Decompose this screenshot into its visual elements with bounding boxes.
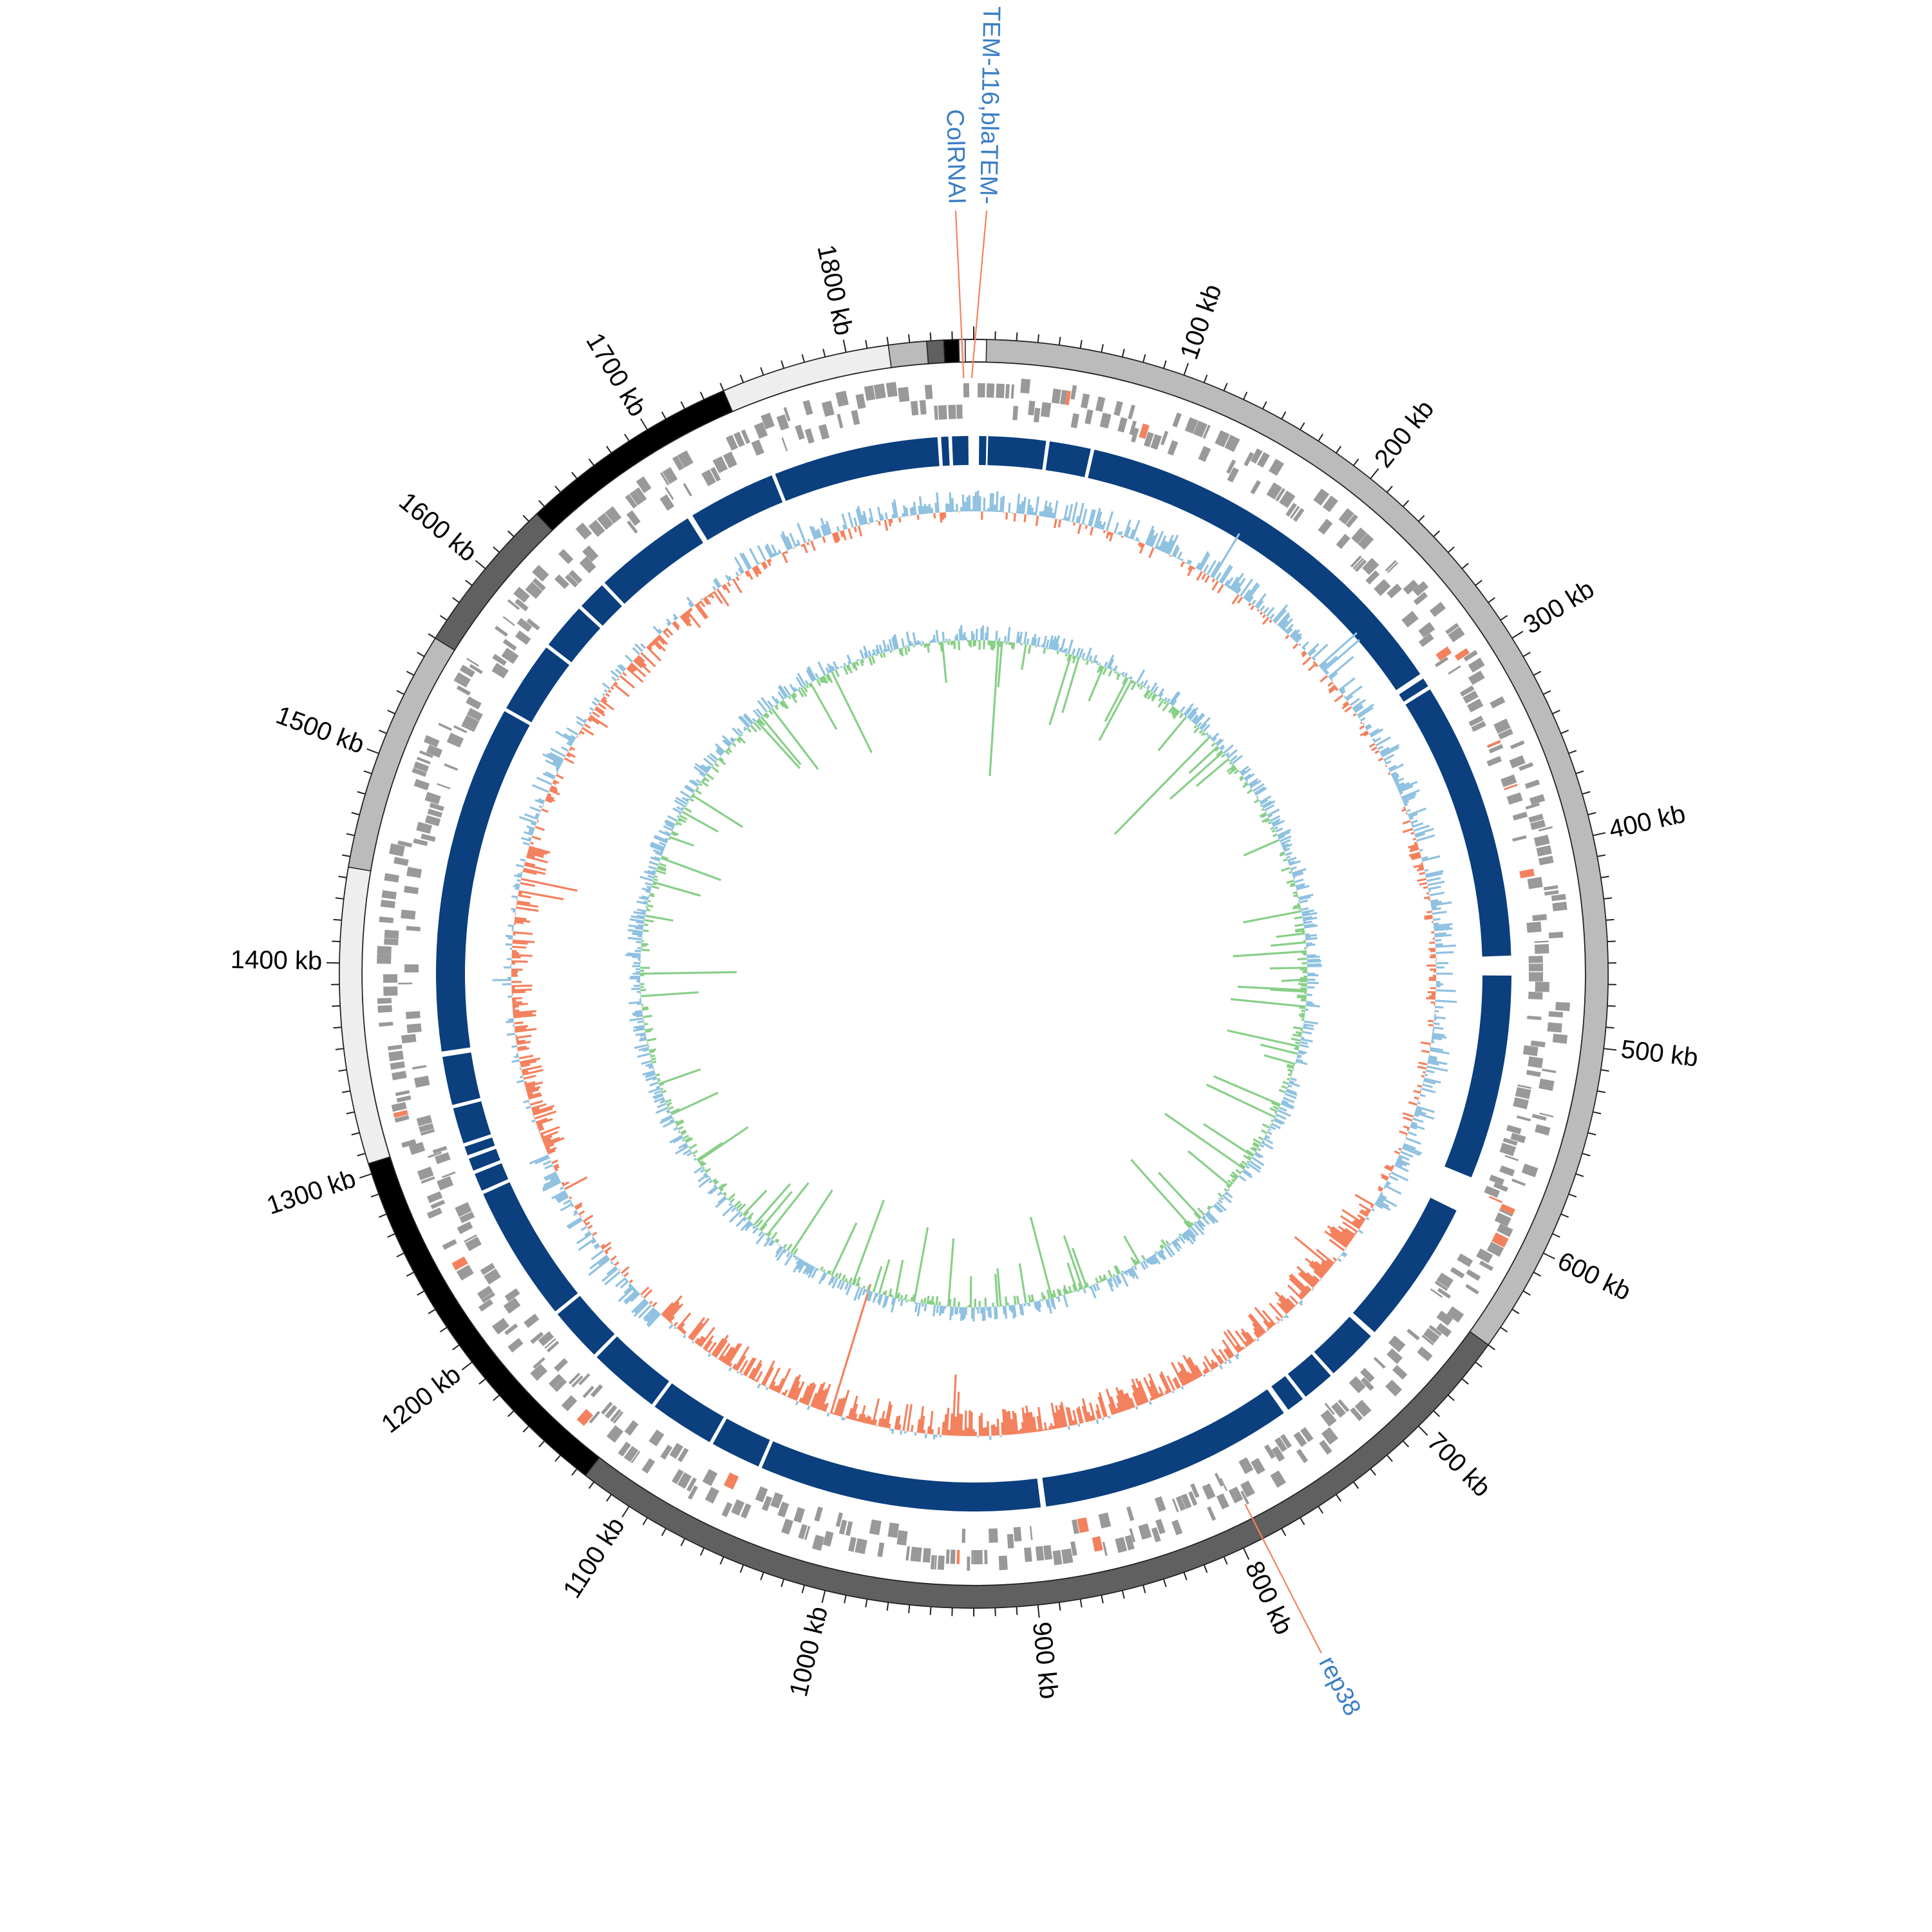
alignment-block xyxy=(775,437,940,501)
tick-label: 1300 kb xyxy=(263,1164,359,1220)
tick-label: 1100 kb xyxy=(558,1512,630,1603)
alignment-block xyxy=(453,1101,491,1144)
alignment-block xyxy=(1352,1197,1457,1332)
alignment-block xyxy=(987,436,1046,470)
contig-segment xyxy=(339,866,391,1164)
contig-segment xyxy=(887,340,929,368)
tick-label: 600 kb xyxy=(1553,1247,1635,1306)
gc-skew-track xyxy=(625,625,1322,1322)
alignment-block xyxy=(654,1383,724,1443)
tick-label: 100 kb xyxy=(1175,281,1227,363)
alignment-block xyxy=(1088,450,1421,690)
feature-label: rep38 xyxy=(1313,1652,1366,1720)
cds-features xyxy=(377,378,1570,1571)
alignment-block xyxy=(979,436,987,466)
contig-segment xyxy=(926,339,945,365)
alignment-block xyxy=(548,608,601,663)
alignment-block xyxy=(604,518,703,604)
tick-label: 1000 kb xyxy=(784,1604,833,1700)
inner-ring-border xyxy=(361,361,1586,1586)
tick-label: 1400 kb xyxy=(230,945,322,975)
alignment-block xyxy=(469,1148,500,1171)
alignment-block xyxy=(712,1418,770,1467)
tick-label: 500 kb xyxy=(1620,1035,1700,1072)
alignment-block xyxy=(581,585,622,626)
gc-content-track xyxy=(492,490,1457,1441)
alignment-block xyxy=(506,647,570,723)
feature-label: ColRNAI xyxy=(941,109,970,205)
alignment-block xyxy=(941,436,950,466)
tick-marks xyxy=(327,327,1617,1618)
feature-leader-line xyxy=(971,211,988,379)
cds-ring xyxy=(377,378,1570,1571)
alignment-block xyxy=(1444,975,1511,1178)
alignment-block xyxy=(952,436,969,466)
alignment-block xyxy=(761,1441,1041,1511)
tick-label: 1200 kb xyxy=(376,1360,466,1439)
tick-label: 300 kb xyxy=(1519,574,1599,639)
alignment-block xyxy=(436,711,530,1052)
alignment-block xyxy=(1045,441,1091,477)
tick-label: 400 kb xyxy=(1606,800,1688,844)
alignment-block xyxy=(692,475,783,540)
contig-segment xyxy=(585,1331,1489,1609)
feature-leader-line xyxy=(1244,1503,1322,1654)
alignment-block xyxy=(1287,1354,1331,1397)
tick-label: 700 kb xyxy=(1422,1427,1497,1502)
alignment-block xyxy=(1271,1376,1303,1410)
contig-segment xyxy=(985,339,1609,1346)
alignment-block xyxy=(464,1137,495,1156)
alignment-block xyxy=(475,1163,509,1191)
tick-label: 1600 kb xyxy=(393,487,482,567)
alignment-block-ring xyxy=(436,436,1511,1511)
feature-label: TEM-116,blaTEM- xyxy=(974,6,1005,204)
alignment-block xyxy=(596,1336,670,1405)
contig-segment xyxy=(943,339,960,363)
feature-leader-line xyxy=(954,211,965,379)
alignment-block xyxy=(1405,689,1511,957)
alignment-block xyxy=(483,1182,578,1312)
alignment-block xyxy=(1042,1389,1284,1507)
tick-label: 800 kb xyxy=(1240,1557,1298,1639)
alignment-block xyxy=(442,1052,480,1105)
gc-content-positive xyxy=(492,490,1457,1441)
tick-label: 1500 kb xyxy=(272,701,368,759)
alignment-block xyxy=(1314,1316,1371,1374)
tick-label: 900 kb xyxy=(1027,1620,1063,1700)
gc-skew-negative xyxy=(639,639,1308,1307)
tick-label: 1700 kb xyxy=(580,328,652,422)
alignment-block xyxy=(1399,678,1428,702)
gc-content-negative xyxy=(511,511,1436,1436)
tick-label: 1800 kb xyxy=(811,242,858,337)
gc-skew-positive xyxy=(625,625,1322,1322)
contig-ring xyxy=(339,339,1609,1609)
tick-label: 200 kb xyxy=(1369,395,1439,473)
alignment-block xyxy=(557,1296,615,1355)
